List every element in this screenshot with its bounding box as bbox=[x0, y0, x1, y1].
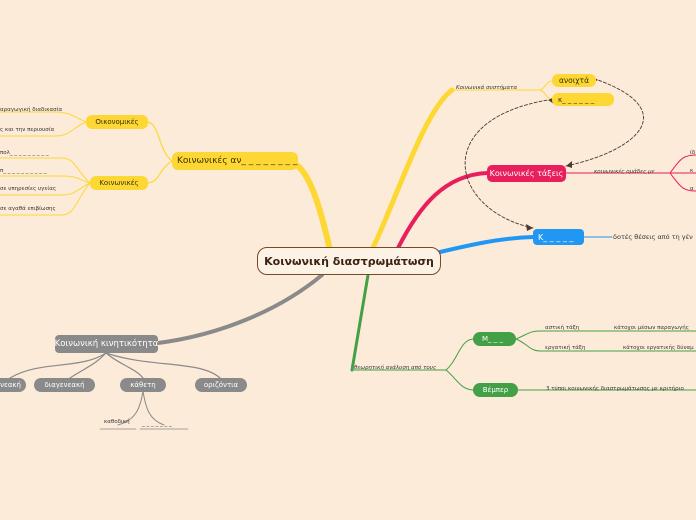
theory-label: θεωρητική ανάλυση από τους bbox=[354, 365, 437, 371]
edge-central-inequalities bbox=[295, 163, 333, 253]
systems-label: Κοινωνικά συστήματα bbox=[456, 85, 518, 91]
edge-vertical-down bbox=[117, 390, 144, 426]
edge-mobility-child3 bbox=[105, 352, 144, 379]
social-item-1: πολ_ _ _ _ _ _ _ _ _ bbox=[0, 150, 49, 156]
topic-open[interactable]: ανοιχτά bbox=[552, 74, 596, 87]
edge-marx-row2 bbox=[515, 338, 696, 352]
edge-central-theory bbox=[350, 273, 370, 372]
social-item-3: σε υπηρεσίες υγείας bbox=[0, 186, 57, 192]
edge-central-caste bbox=[438, 235, 535, 254]
topic-mobility[interactable]: Κοινωνική κινητικότητα bbox=[55, 335, 158, 353]
edge-inequalities-social bbox=[147, 160, 173, 184]
marx-row2-desc: κάτοχοι εργατικής δύναμ bbox=[623, 345, 694, 351]
topic-closed[interactable]: κ_ _ _ _ _ _ bbox=[552, 93, 614, 106]
econ-item-1: αραγωγική διαδικασία bbox=[0, 107, 63, 113]
classes-item-1: ίδ bbox=[690, 150, 696, 156]
edge-econ-item2 bbox=[0, 121, 87, 137]
edge-central-mobility bbox=[156, 273, 324, 345]
edge-central-systems bbox=[369, 87, 455, 253]
topic-economic[interactable]: Οικονομικές bbox=[86, 115, 148, 129]
topic-horizontal[interactable]: οριζόντια bbox=[195, 378, 247, 392]
edge-econ-item1 bbox=[0, 111, 87, 123]
social-item-4: σε αγαθά επιβίωσης bbox=[0, 206, 56, 212]
marx-row1-class: αστική τάξη bbox=[545, 325, 580, 331]
topic-social[interactable]: Κοινωνικές bbox=[90, 176, 148, 190]
central-topic[interactable]: Κοινωνική διαστρωμάτωση bbox=[257, 247, 441, 275]
classes-item-2: κ bbox=[690, 168, 694, 174]
edge-inequalities-econ bbox=[147, 121, 173, 162]
edge-central-classes bbox=[396, 171, 489, 250]
arrowhead-caste bbox=[526, 224, 533, 231]
edge-theory-marx bbox=[445, 338, 474, 371]
econ-item-2: ς και την περιουσία bbox=[0, 127, 55, 133]
edge-classes-item3 bbox=[669, 172, 696, 192]
social-item-2: π_ _ _ _ _ _ _ _ _ _ bbox=[0, 168, 47, 174]
edge-systems-closed bbox=[539, 89, 553, 100]
edge-mobility-child4 bbox=[105, 352, 221, 379]
vertical-ascending-blank: _ _ _ _ _ _ _ bbox=[142, 421, 172, 427]
weber-desc: 3 τύποι κοινωνικής διαστρωμάτωσης με κρι… bbox=[546, 386, 684, 392]
topic-inequalities[interactable]: Κοινωνικές αν_ _ _ _ _ _ _ _ bbox=[172, 152, 298, 170]
vertical-descending: καθοδική bbox=[104, 419, 130, 425]
edge-vertical-up bbox=[142, 390, 165, 426]
edge-social-item4 bbox=[0, 182, 91, 216]
edge-theory-weber bbox=[445, 369, 474, 391]
topic-marx[interactable]: Μ_ _ _ bbox=[473, 332, 516, 346]
topic-intergenerational[interactable]: διαγενεακή bbox=[34, 378, 95, 392]
marx-row1-desc: κάτοχοι μέσων παραγωγής bbox=[614, 325, 689, 331]
edge-marx-row1 bbox=[515, 330, 696, 340]
classes-sub-label: κοινωνικές ομάδες με bbox=[594, 169, 655, 175]
edge-mobility-child2 bbox=[69, 352, 107, 379]
edge-mobility-child1 bbox=[9, 352, 107, 379]
relation-dashed-caste-closed bbox=[464, 99, 549, 229]
edge-classes-item1 bbox=[669, 154, 696, 174]
edge-social-item3 bbox=[0, 182, 91, 196]
topic-intragenerational[interactable]: νεακή bbox=[0, 378, 26, 392]
classes-item-3: α bbox=[690, 186, 694, 192]
topic-classes[interactable]: Κοινωνικές τάξεις bbox=[487, 165, 566, 182]
topic-vertical[interactable]: κάθετη bbox=[120, 378, 166, 392]
edge-systems-open bbox=[539, 80, 553, 91]
marx-row2-class: εργατική τάξη bbox=[545, 345, 586, 351]
topic-weber[interactable]: Βέμπερ bbox=[473, 383, 518, 397]
edge-social-item2 bbox=[0, 175, 91, 184]
topic-caste[interactable]: Κ_ _ _ _ _ bbox=[533, 229, 584, 245]
arrowhead-classes bbox=[566, 161, 572, 168]
relation-dashed-classes-open bbox=[565, 79, 644, 167]
caste-desc: δοτές θέσεις από τη γέν bbox=[613, 233, 693, 241]
edge-social-item1 bbox=[0, 157, 91, 184]
